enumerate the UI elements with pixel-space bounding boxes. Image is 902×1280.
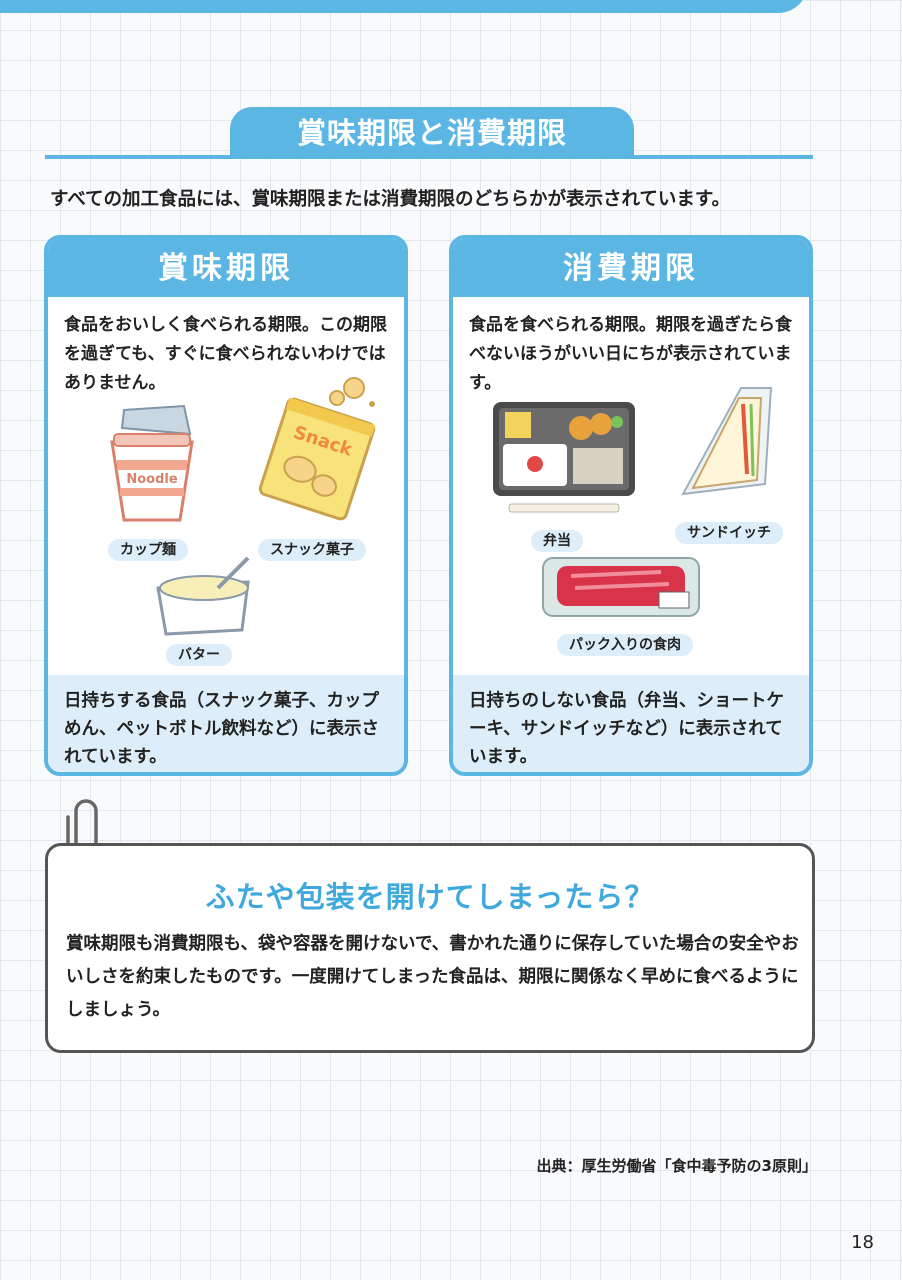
best-before-heading: 賞味期限 [48, 239, 404, 297]
best-before-description: 食品をおいしく食べられる期限。この期限を過ぎても、すぐに食べられないわけではあり… [64, 315, 387, 393]
note-title: ふたや包装を開けてしまったら？ [205, 880, 655, 914]
opened-package-note: ふたや包装を開けてしまったら？ 賞味期限も消費期限も、袋や容器を開けないで、書か… [45, 843, 815, 1053]
cup-noodle-text: Noodle [126, 472, 178, 487]
use-by-heading: 消費期限 [453, 239, 809, 297]
best-before-illustrations: Noodle Snack カップ麺 スナック菓子 バター [48, 377, 404, 674]
label-sandwich: サンドイッチ [675, 522, 783, 544]
cup-noodle-illustration: Noodle [110, 404, 194, 522]
use-by-description: 食品を食べられる期限。期限を過ぎたら食べないほうがいい日にちが表示されています。 [469, 315, 792, 393]
intro-text: すべての加工食品には、賞味期限または消費期限のどちらかが表示されています。 [50, 189, 731, 210]
note-body: 賞味期限も消費期限も、袋や容器を開けないで、書かれた通りに保存していた場合の安全… [66, 934, 799, 1020]
sandwich-illustration [681, 387, 773, 496]
use-by-footer: 日持ちのしない食品（弁当、ショートケーキ、サンドイッチなど）に表示されています。 [453, 675, 809, 772]
label-butter: バター [166, 644, 232, 666]
butter-illustration [156, 556, 250, 636]
top-banner-bar [0, 0, 808, 13]
bento-illustration [493, 402, 635, 513]
title-underline [45, 155, 813, 159]
label-snack: スナック菓子 [258, 539, 366, 561]
label-bento: 弁当 [531, 530, 583, 552]
use-by-illustrations: 弁当 サンドイッチ パック入りの食肉 [453, 384, 809, 674]
meat-pack-illustration [542, 557, 700, 617]
source-citation: 出典：厚生労働省「食中毒予防の3原則」 [536, 1157, 817, 1175]
label-meat-pack: パック入りの食肉 [557, 634, 693, 656]
best-before-footer: 日持ちする食品（スナック菓子、カップめん、ペットボトル飲料など）に表示されていま… [48, 675, 404, 772]
best-before-card: 賞味期限 食品をおいしく食べられる期限。この期限を過ぎても、すぐに食べられないわ… [44, 235, 408, 776]
snack-bag-illustration: Snack [258, 377, 376, 521]
section-title: 賞味期限と消費期限 [230, 107, 634, 157]
label-cup-noodle: カップ麺 [108, 539, 188, 561]
page-number: 18 [851, 1232, 874, 1253]
use-by-card: 消費期限 食品を食べられる期限。期限を過ぎたら食べないほうがいい日にちが表示され… [449, 235, 813, 776]
